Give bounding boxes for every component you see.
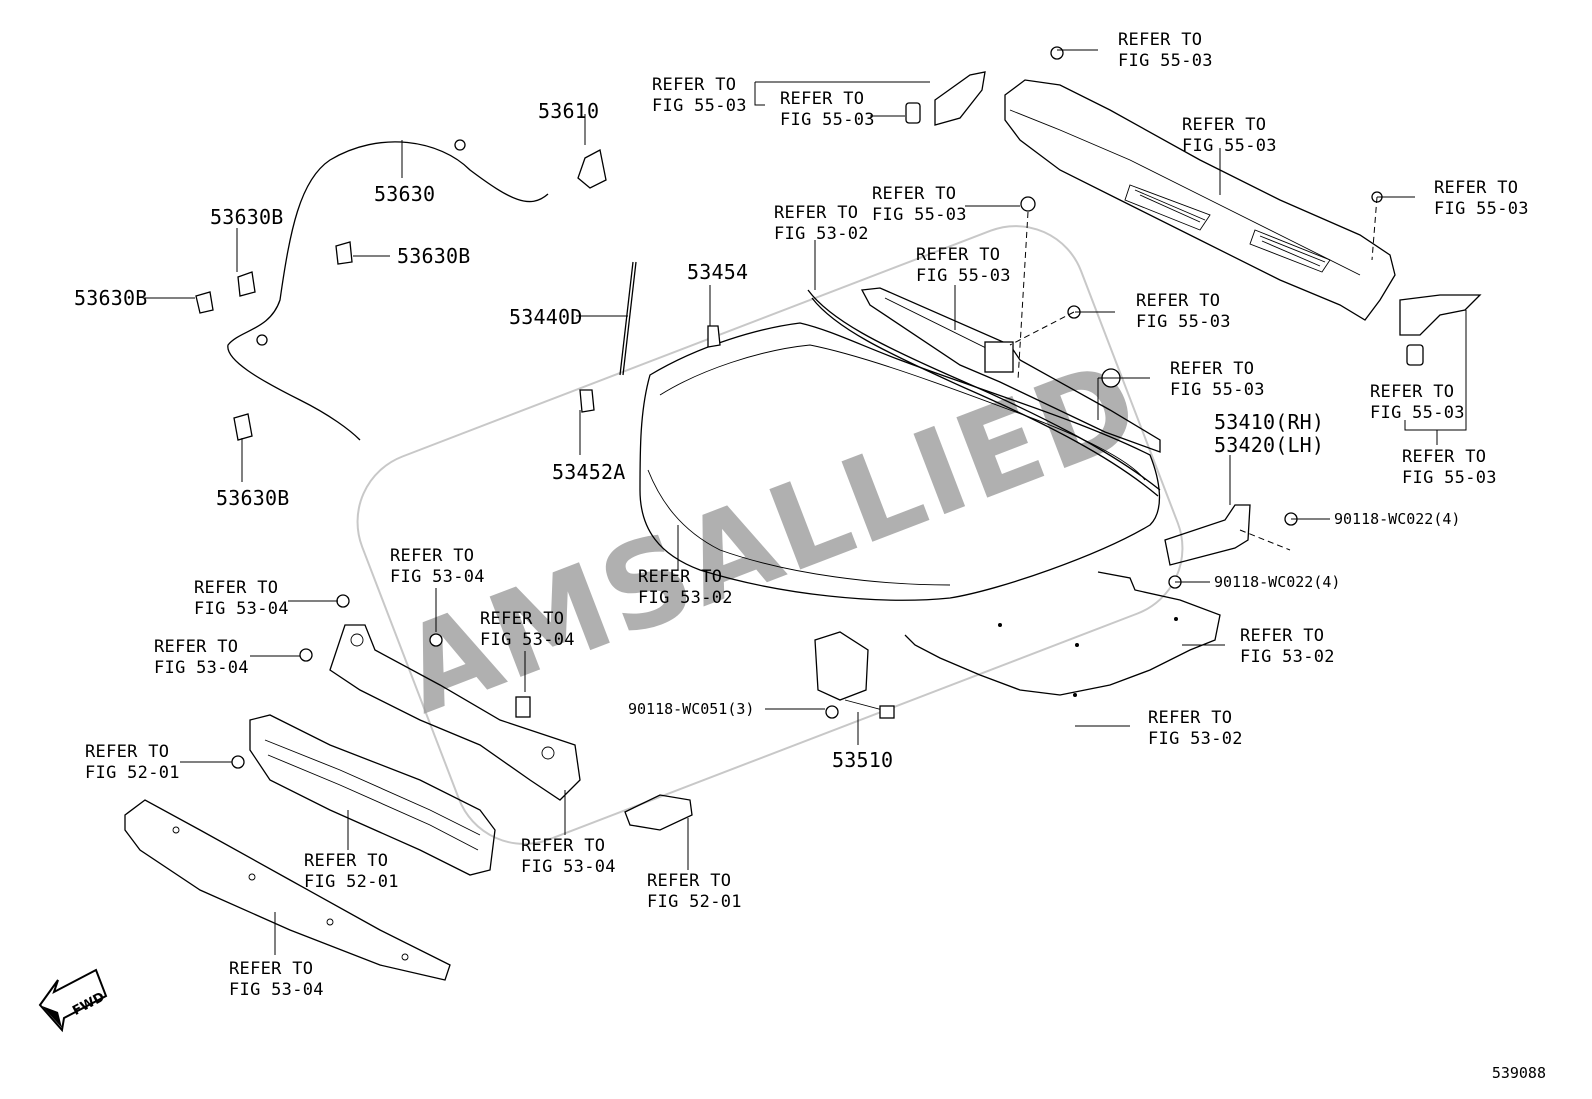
part-number-53630b: 53630B xyxy=(397,244,470,268)
part-number-53452a: 53452A xyxy=(552,460,625,484)
rod-holder-clips xyxy=(579,325,721,413)
refer-label: REFER TO xyxy=(1370,382,1454,402)
fig-label: FIG 53-02 xyxy=(638,588,733,608)
part-number-53630b: 53630B xyxy=(74,286,147,310)
bumper-reinforcement xyxy=(231,714,496,876)
part-number-53610: 53610 xyxy=(538,99,599,123)
hood-release-cable xyxy=(227,139,549,441)
fig-label: FIG 55-03 xyxy=(1434,199,1529,219)
bolt-part-number: 90118-WC022(4) xyxy=(1214,573,1340,591)
hood-lock xyxy=(814,631,895,719)
part-number-53510: 53510 xyxy=(832,748,893,772)
refer-label: REFER TO xyxy=(1136,291,1220,311)
hood-seal xyxy=(807,289,1161,497)
cowl-fasteners xyxy=(905,46,1424,388)
part-number-53630b: 53630B xyxy=(210,205,283,229)
fig-label: FIG 55-03 xyxy=(780,110,875,130)
fig-label: FIG 55-03 xyxy=(1170,380,1265,400)
fig-label: FIG 53-02 xyxy=(774,224,869,244)
bracket-small xyxy=(624,794,693,831)
refer-label: REFER TO xyxy=(916,245,1000,265)
fig-label: FIG 55-03 xyxy=(652,96,747,116)
refer-label: REFER TO xyxy=(1182,115,1266,135)
bolt-part-number: 90118-WC051(3) xyxy=(628,700,754,718)
refer-label: REFER TO xyxy=(390,546,474,566)
refer-label: REFER TO xyxy=(652,75,736,95)
fig-label: FIG 55-03 xyxy=(872,205,967,225)
hood-panel xyxy=(639,322,1161,601)
radiator-support-upper xyxy=(299,594,581,801)
watermark: AMSALLIED xyxy=(356,225,1184,845)
fig-label: FIG 52-01 xyxy=(647,892,742,912)
refer-label: REFER TO xyxy=(774,203,858,223)
part-number-53420: 53420(LH) xyxy=(1214,433,1324,457)
part-number-53630: 53630 xyxy=(374,182,435,206)
fig-label: FIG 53-04 xyxy=(390,567,485,587)
part-number-53454: 53454 xyxy=(687,260,748,284)
lower-cross-member xyxy=(124,799,451,981)
fig-label: FIG 53-02 xyxy=(1240,647,1335,667)
cowl-side-bracket-left xyxy=(934,71,986,126)
fig-label: FIG 55-03 xyxy=(1370,403,1465,423)
fig-label: FIG 53-04 xyxy=(194,599,289,619)
hood-support-rod xyxy=(619,261,637,376)
fig-label: FIG 55-03 xyxy=(1402,468,1497,488)
fig-label: FIG 52-01 xyxy=(304,872,399,892)
bolt-part-number: 90118-WC022(4) xyxy=(1334,510,1460,528)
refer-label: REFER TO xyxy=(647,871,731,891)
part-number-53630b: 53630B xyxy=(216,486,289,510)
cable-clips xyxy=(195,149,607,441)
refer-label: REFER TO xyxy=(1402,447,1486,467)
fig-label: FIG 55-03 xyxy=(916,266,1011,286)
refer-labels: REFER TO FIG 55-03 REFER TO FIG 55-03 RE… xyxy=(85,30,1529,1000)
fig-label: FIG 53-04 xyxy=(154,658,249,678)
fig-label: FIG 53-04 xyxy=(521,857,616,877)
part-number-53440d: 53440D xyxy=(509,305,582,329)
refer-label: REFER TO xyxy=(1170,359,1254,379)
leader-lines xyxy=(145,49,1467,955)
cowl-side-bracket-right xyxy=(1399,294,1482,336)
refer-label: REFER TO xyxy=(480,609,564,629)
refer-label: REFER TO xyxy=(638,567,722,587)
fwd-arrow-icon: FWD xyxy=(38,968,107,1033)
figure-number: 539088 xyxy=(1492,1064,1546,1082)
refer-label: REFER TO xyxy=(872,184,956,204)
fig-label: FIG 55-03 xyxy=(1182,136,1277,156)
refer-label: REFER TO xyxy=(229,959,313,979)
fig-label: FIG 55-03 xyxy=(1118,51,1213,71)
refer-label: REFER TO xyxy=(780,89,864,109)
hood-insulator xyxy=(904,571,1221,697)
fig-label: FIG 53-04 xyxy=(229,980,324,1000)
fig-label: FIG 53-02 xyxy=(1148,729,1243,749)
part-number-53410: 53410(RH) xyxy=(1214,410,1324,434)
refer-label: REFER TO xyxy=(1434,178,1518,198)
refer-label: REFER TO xyxy=(1240,626,1324,646)
fig-label: FIG 55-03 xyxy=(1136,312,1231,332)
fig-label: FIG 52-01 xyxy=(85,763,180,783)
refer-label: REFER TO xyxy=(1148,708,1232,728)
refer-label: REFER TO xyxy=(304,851,388,871)
refer-label: REFER TO xyxy=(1118,30,1202,50)
cowl-top-panel xyxy=(1004,79,1396,321)
hood-reinforcement xyxy=(860,287,1161,453)
watermark-text: AMSALLIED xyxy=(384,333,1158,740)
refer-label: REFER TO xyxy=(154,637,238,657)
part-number-labels: 53610 53630 53630B 53630B 53630B 53630B … xyxy=(74,99,1460,772)
refer-label: REFER TO xyxy=(194,578,278,598)
fig-label: FIG 53-04 xyxy=(480,630,575,650)
refer-label: REFER TO xyxy=(85,742,169,762)
refer-label: REFER TO xyxy=(521,836,605,856)
